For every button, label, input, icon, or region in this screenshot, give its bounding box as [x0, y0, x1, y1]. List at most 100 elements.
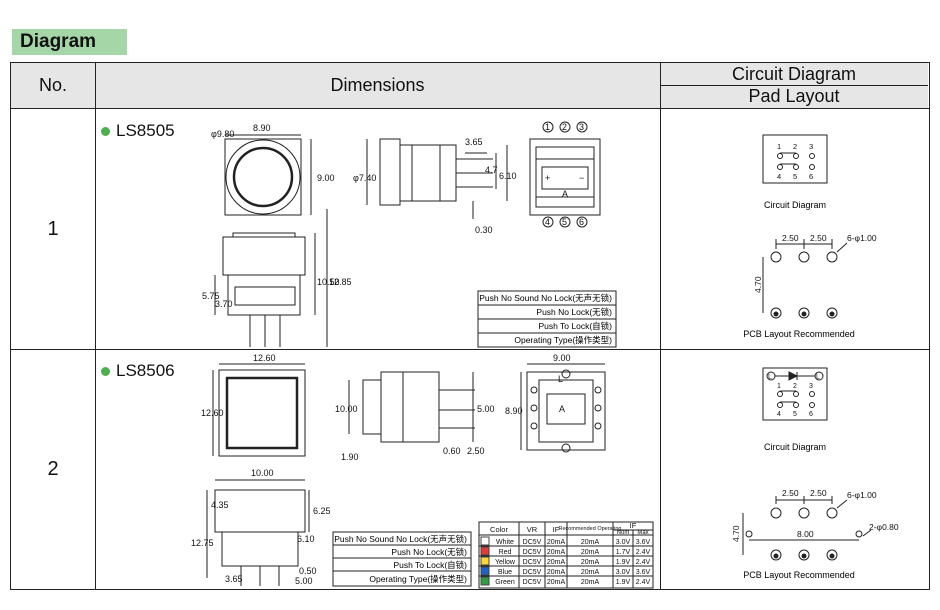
- led-table-cell: 3.0V: [616, 569, 631, 576]
- model-name: LS8506: [116, 361, 175, 380]
- led-pin-label: L: [816, 374, 820, 381]
- led-table-cell: Green: [495, 579, 515, 586]
- dim-label: 0.60: [443, 446, 461, 456]
- grid-line: [11, 108, 929, 109]
- dim-label: 3.65: [225, 574, 243, 584]
- dim-label: 4.35: [211, 500, 229, 510]
- dim-label: 1.90: [341, 452, 359, 462]
- led-table-header: IF: [630, 521, 637, 530]
- front-view-cap: [232, 146, 294, 208]
- circuit-pin: 2: [793, 142, 797, 151]
- pad-dim: 2.50: [782, 233, 799, 243]
- row-number-2: 2: [47, 458, 59, 480]
- dim-label: 12.60: [201, 408, 224, 418]
- model-dot: [101, 366, 110, 376]
- dim-label: 4.7: [485, 165, 498, 175]
- operating-type-table-1: Push No Sound No Lock(无声无锁) Push No Lock…: [477, 290, 617, 348]
- dim-label: 3.70: [215, 299, 233, 309]
- model-label-1: LS8505: [101, 121, 175, 141]
- led-table-cell: 20mA: [547, 569, 566, 576]
- front-view-housing: [224, 138, 302, 216]
- led-color-swatch: [480, 576, 490, 586]
- led-table-header: VR: [527, 525, 538, 534]
- pin-label: 3: [579, 122, 584, 132]
- led-color-swatch: [480, 536, 490, 546]
- led-table-cell: 20mA: [547, 559, 566, 566]
- dim-label: 12.85: [329, 277, 352, 287]
- grid-line: [95, 63, 96, 589]
- led-table-cell: 2.4V: [636, 559, 651, 566]
- led-mark: L: [558, 374, 563, 384]
- circuit-pin: 1: [777, 142, 781, 151]
- dim-label: φ7.40: [353, 173, 376, 183]
- led-table-cell: 1.9V: [616, 559, 631, 566]
- diagram-table: No. Dimensions Circuit Diagram Pad Layou…: [10, 62, 930, 590]
- dim-label: 10.00: [251, 468, 274, 478]
- circuit-pin: 4: [777, 172, 781, 181]
- row-number-1: 1: [47, 217, 59, 240]
- front-view-ring: [225, 139, 301, 215]
- pin-label: 5: [562, 217, 567, 227]
- dim-label: 6.10: [297, 534, 315, 544]
- led-pin-label: L: [768, 374, 772, 381]
- model-name: LS8505: [116, 121, 175, 140]
- led-table-header: Recommended Operating: [559, 526, 622, 532]
- led-table-header: Color: [490, 525, 508, 534]
- led-table-cell: 20mA: [547, 549, 566, 556]
- dimension-drawing-2: 12.60 12.60 9.00 8.90 10.00 5.00 2.50 0.…: [191, 353, 654, 589]
- operating-option: Push No Sound No Lock(无声无锁): [479, 293, 612, 303]
- led-table-cell: 20mA: [581, 559, 600, 566]
- anode-label: A: [562, 189, 568, 199]
- led-table-cell: 1.7V: [616, 549, 631, 556]
- dim-label: 5.00: [477, 404, 495, 414]
- led-table-cell: DC5V: [523, 569, 542, 576]
- model-dot: [101, 126, 110, 136]
- led-table-cell: Blue: [498, 569, 512, 576]
- pad-dim: 8.00: [797, 529, 814, 539]
- circuit-pin: 5: [793, 411, 797, 418]
- circuit-pin: 3: [809, 383, 813, 390]
- led-table-cell: DC5V: [523, 549, 542, 556]
- operating-option: Push No Sound No Lock(无声无锁): [334, 534, 467, 544]
- circuit-box: [762, 134, 828, 184]
- dim-label: 10.50: [317, 277, 340, 287]
- header-circuit-diagram: Circuit Diagram: [660, 63, 928, 85]
- pad-dim: 6-φ1.00: [847, 233, 877, 243]
- circuit-pin: 4: [777, 411, 781, 418]
- led-color-swatch: [480, 566, 490, 576]
- dim-label: 3.65: [465, 137, 483, 147]
- dim-label: 2.50: [467, 446, 485, 456]
- header-dimensions: Dimensions: [95, 63, 660, 108]
- circuit-pad-2: L L 1 2 3 4 5 6 Circuit Diagram 2.50 2.5…: [731, 367, 899, 580]
- operating-option: Operating Type(操作类型): [369, 574, 467, 584]
- dim-label: 6.25: [313, 506, 331, 516]
- operating-option: Operating Type(操作类型): [514, 335, 612, 345]
- polarity-label: −: [579, 173, 584, 183]
- led-color-swatch: [480, 556, 490, 566]
- dim-label: 10.00: [335, 404, 358, 414]
- dim-label: 5.75: [202, 291, 220, 301]
- header-no: No.: [11, 63, 95, 108]
- led-table-subheader: Max: [637, 530, 648, 536]
- pin-label: 2: [562, 122, 567, 132]
- pad-caption: PCB Layout Recommended: [743, 329, 855, 339]
- circuit-pin: 5: [793, 172, 797, 181]
- operating-option: Push No Lock(无锁): [391, 547, 467, 557]
- dim-label: 12.75: [191, 538, 214, 548]
- operating-option: Push To Lock(自锁): [393, 560, 467, 570]
- model-label-2: LS8506: [101, 361, 175, 381]
- operating-type-table-2: Push No Sound No Lock(无声无锁) Push No Lock…: [332, 531, 472, 587]
- led-table-cell: Red: [499, 549, 512, 556]
- dim-label: 0.30: [475, 225, 493, 235]
- led-table-header: IF: [553, 525, 560, 534]
- led-table-cell: DC5V: [523, 539, 542, 546]
- circuit-pin: 1: [777, 383, 781, 390]
- anode-mark: A: [559, 404, 565, 414]
- operating-option: Push No Lock(无锁): [536, 307, 612, 317]
- led-table-cell: White: [496, 539, 514, 546]
- led-table-cell: 3.6V: [636, 569, 651, 576]
- led-table-cell: 2.4V: [636, 549, 651, 556]
- led-table-cell: 20mA: [581, 539, 600, 546]
- led-table-cell: DC5V: [523, 579, 542, 586]
- section-badge: Diagram: [12, 29, 127, 55]
